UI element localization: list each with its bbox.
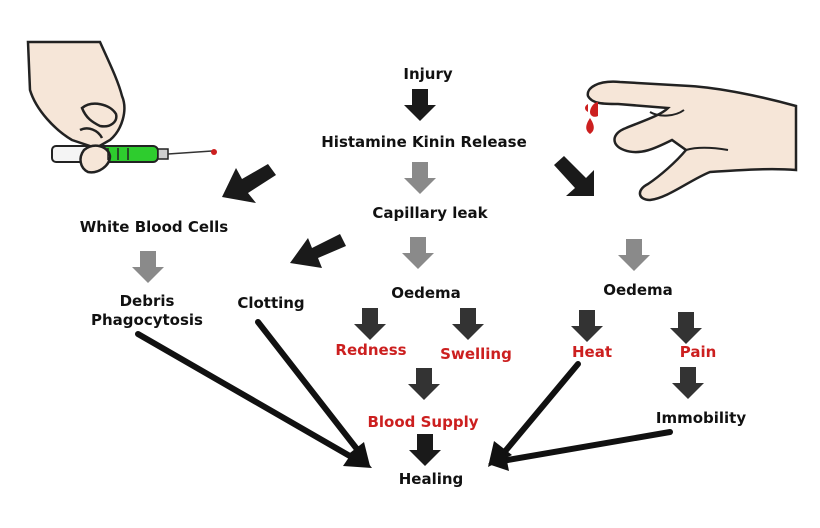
arrow-to-oedema-right — [618, 239, 650, 271]
label-swelling: Swelling — [440, 345, 512, 363]
arrow-oedema-to-pain — [670, 312, 702, 344]
arrow-histamine-to-wbc — [222, 164, 276, 203]
arrowhead-clotting — [346, 442, 370, 466]
arrow-histamine-to-capillary — [404, 162, 436, 194]
line-debris-to-healing — [135, 331, 358, 462]
label-pain: Pain — [679, 343, 717, 361]
label-phagocytosis: Phagocytosis — [91, 311, 203, 329]
label-heat: Heat — [571, 343, 613, 361]
arrow-wbc-to-debris — [132, 251, 164, 283]
label-healing: Healing — [398, 470, 464, 488]
line-heat-to-healing — [499, 361, 581, 458]
bleeding-finger-icon — [585, 80, 798, 202]
label-oedema-right: Oedema — [603, 281, 673, 299]
label-blood-supply: Blood Supply — [367, 413, 479, 431]
arrow-capillary-to-clotting — [290, 234, 346, 268]
arrow-pain-to-immobility — [672, 367, 704, 399]
arrow-injury-to-histamine — [404, 89, 436, 121]
label-white-blood-cells: White Blood Cells — [79, 218, 229, 236]
line-clotting-to-healing — [255, 319, 363, 456]
label-capillary-leak: Capillary leak — [372, 204, 488, 222]
arrow-oedema-to-redness — [354, 308, 386, 340]
arrow-histamine-to-right-branch — [554, 156, 594, 196]
label-oedema-middle: Oedema — [391, 284, 461, 302]
label-redness: Redness — [335, 341, 407, 359]
arrow-oedema-to-swelling — [452, 308, 484, 340]
arrow-oedema-to-heat — [571, 310, 603, 342]
label-debris: Debris — [119, 292, 175, 310]
hand-syringe-icon — [26, 40, 217, 174]
label-immobility: Immobility — [655, 409, 747, 427]
label-injury: Injury — [403, 65, 453, 83]
arrowhead-immobility — [488, 451, 509, 471]
arrow-to-blood-supply — [408, 368, 440, 400]
arrow-blood-supply-to-healing — [409, 434, 441, 466]
line-immobility-to-healing — [499, 429, 673, 464]
arrow-capillary-to-oedema — [402, 237, 434, 269]
label-histamine-kinin-release: Histamine Kinin Release — [321, 133, 527, 151]
label-clotting: Clotting — [237, 294, 305, 312]
